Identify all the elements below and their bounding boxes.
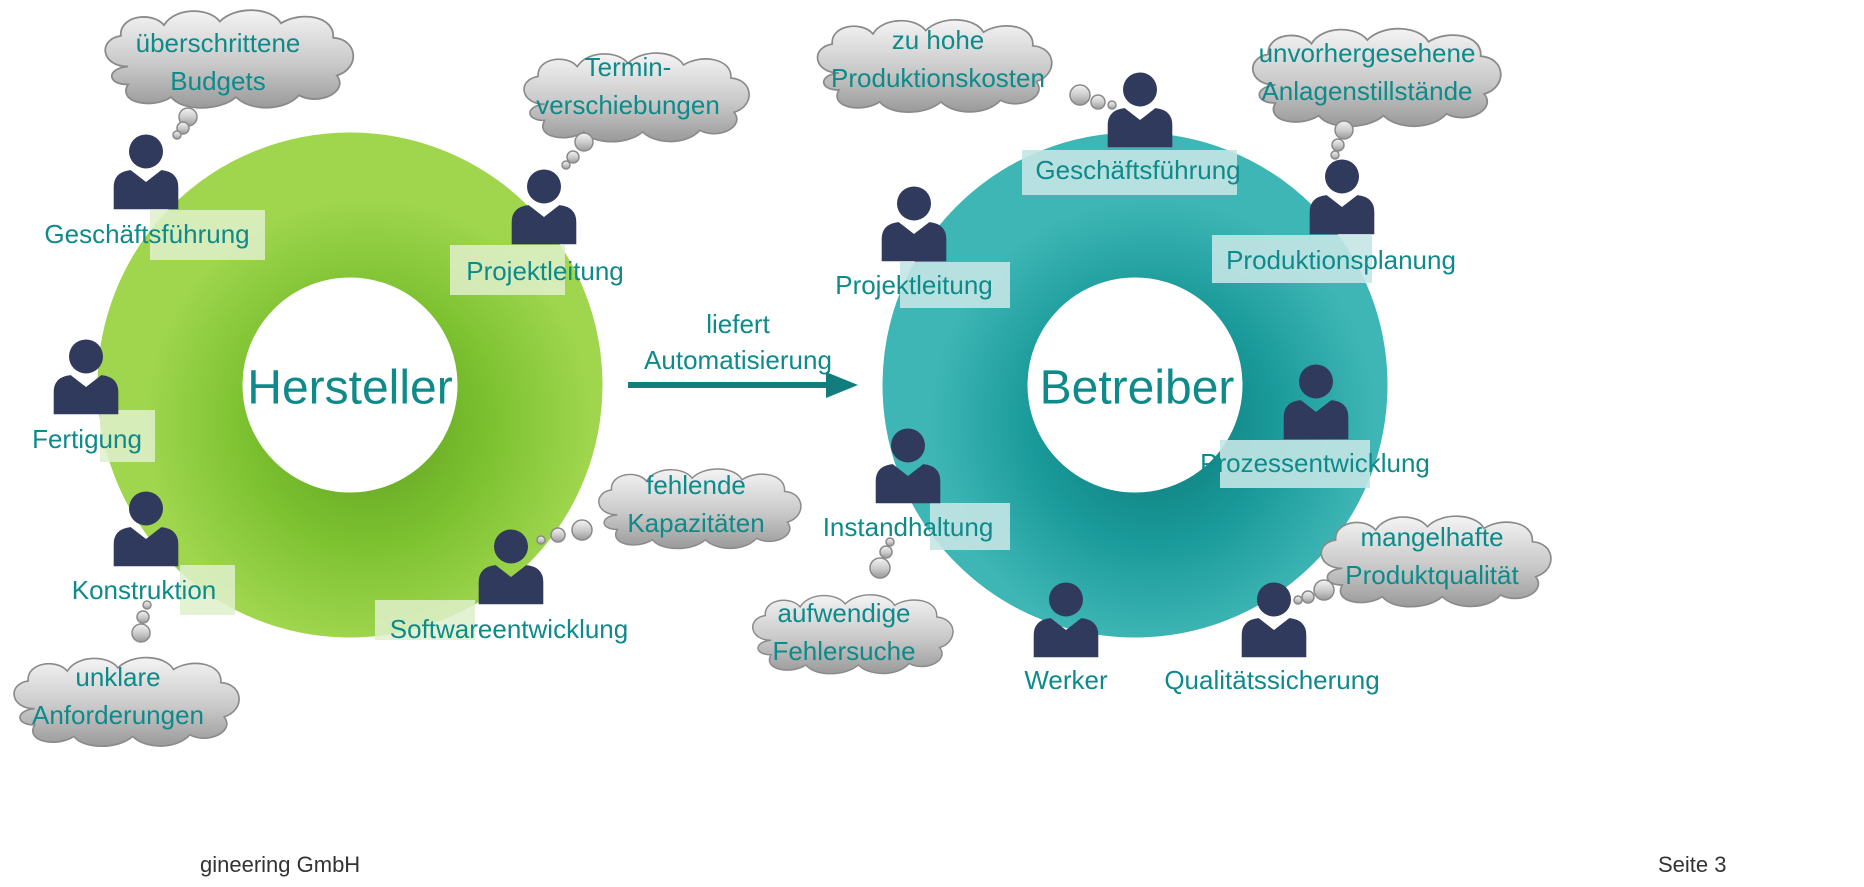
thought-bubbles	[131, 84, 1354, 643]
cloud-text-line: fehlende	[646, 470, 746, 500]
person-icon	[511, 169, 577, 245]
cloud-text-fehlersuche: aufwendige Fehlersuche	[772, 594, 915, 670]
cloud-text-line: Produktqualität	[1345, 560, 1519, 590]
arrow	[628, 372, 858, 398]
cloud-text-line: Produktionskosten	[831, 63, 1045, 93]
person-icon	[113, 134, 179, 210]
cloud-text-line: Termin-	[584, 52, 672, 82]
cloud-text-line: unvorhergesehene	[1258, 38, 1476, 68]
label-backgrounds	[100, 210, 565, 640]
cloud-text-line: unklare	[75, 662, 161, 692]
cloud-text-line: zu hohe	[891, 25, 985, 55]
cloud-text-line: Kapazitäten	[627, 508, 765, 538]
role-label-konstruktion: Konstruktion	[71, 575, 217, 605]
role-label-prozessentwicklung: Prozessentwicklung	[1200, 448, 1430, 478]
role-label-fertigung: Fertigung	[32, 424, 142, 454]
role-label-geschaeftsfuehrung: Geschäftsführung	[44, 219, 250, 249]
footer-company: gineering GmbH	[200, 852, 361, 877]
cloud-text-kapazitaeten: fehlende Kapazitäten	[627, 466, 764, 542]
arrow-label-line-2: Automatisierung	[644, 345, 832, 375]
cloud-text-line: Fehlersuche	[772, 636, 916, 666]
cloud-text-line: Anforderungen	[31, 700, 205, 730]
cloud-text-line: verschiebungen	[536, 90, 720, 120]
arrow-label: liefert Automatisierung	[644, 306, 832, 378]
role-label-softwareentwicklung: Softwareentwicklung	[389, 614, 629, 644]
person-icon	[881, 186, 947, 262]
cloud-text-line: mangelhafte	[1360, 522, 1504, 552]
role-label-instandhaltung: Instandhaltung	[822, 512, 994, 542]
role-label-projektleitung: Projektleitung	[466, 256, 624, 286]
role-label-qualitaetssicherung: Qualitätssicherung	[1164, 665, 1380, 695]
cloud-text-anforderungen: unklare Anforderungen	[32, 658, 204, 734]
cloud-text-line: überschrittene	[135, 28, 301, 58]
cloud-text-kosten: zu hohe Produktionskosten	[831, 21, 1045, 97]
cloud-text-line: Budgets	[170, 66, 266, 96]
cloud-text-qualitaet: mangelhafte Produktqualität	[1345, 518, 1518, 594]
role-label-geschaeftsfuehrung: Geschäftsführung	[1035, 155, 1241, 185]
cloud-text-budgets: überschrittene Budgets	[136, 24, 301, 100]
role-label-produktionsplanung: Produktionsplanung	[1226, 245, 1456, 275]
person-icon	[1107, 72, 1173, 148]
cloud-text-line: aufwendige	[777, 598, 911, 628]
label-backgrounds-right	[900, 150, 1372, 550]
person-icon	[1309, 159, 1375, 235]
ring-label-betreiber: Betreiber	[1039, 361, 1235, 415]
footer-page-number: Seite 3	[1658, 852, 1727, 877]
arrow-label-line-1: liefert	[706, 309, 770, 339]
role-label-werker: Werker	[1024, 665, 1108, 695]
cloud-text-stillstaende: unvorhergesehene Anlagenstillstände	[1259, 34, 1476, 110]
role-label-projektleitung: Projektleitung	[835, 270, 993, 300]
ring-label-hersteller: Hersteller	[247, 361, 453, 415]
left-ring	[97, 132, 603, 638]
cloud-text-termine: Termin- verschiebungen	[536, 48, 720, 124]
cloud-text-line: Anlagenstillstände	[1261, 76, 1473, 106]
